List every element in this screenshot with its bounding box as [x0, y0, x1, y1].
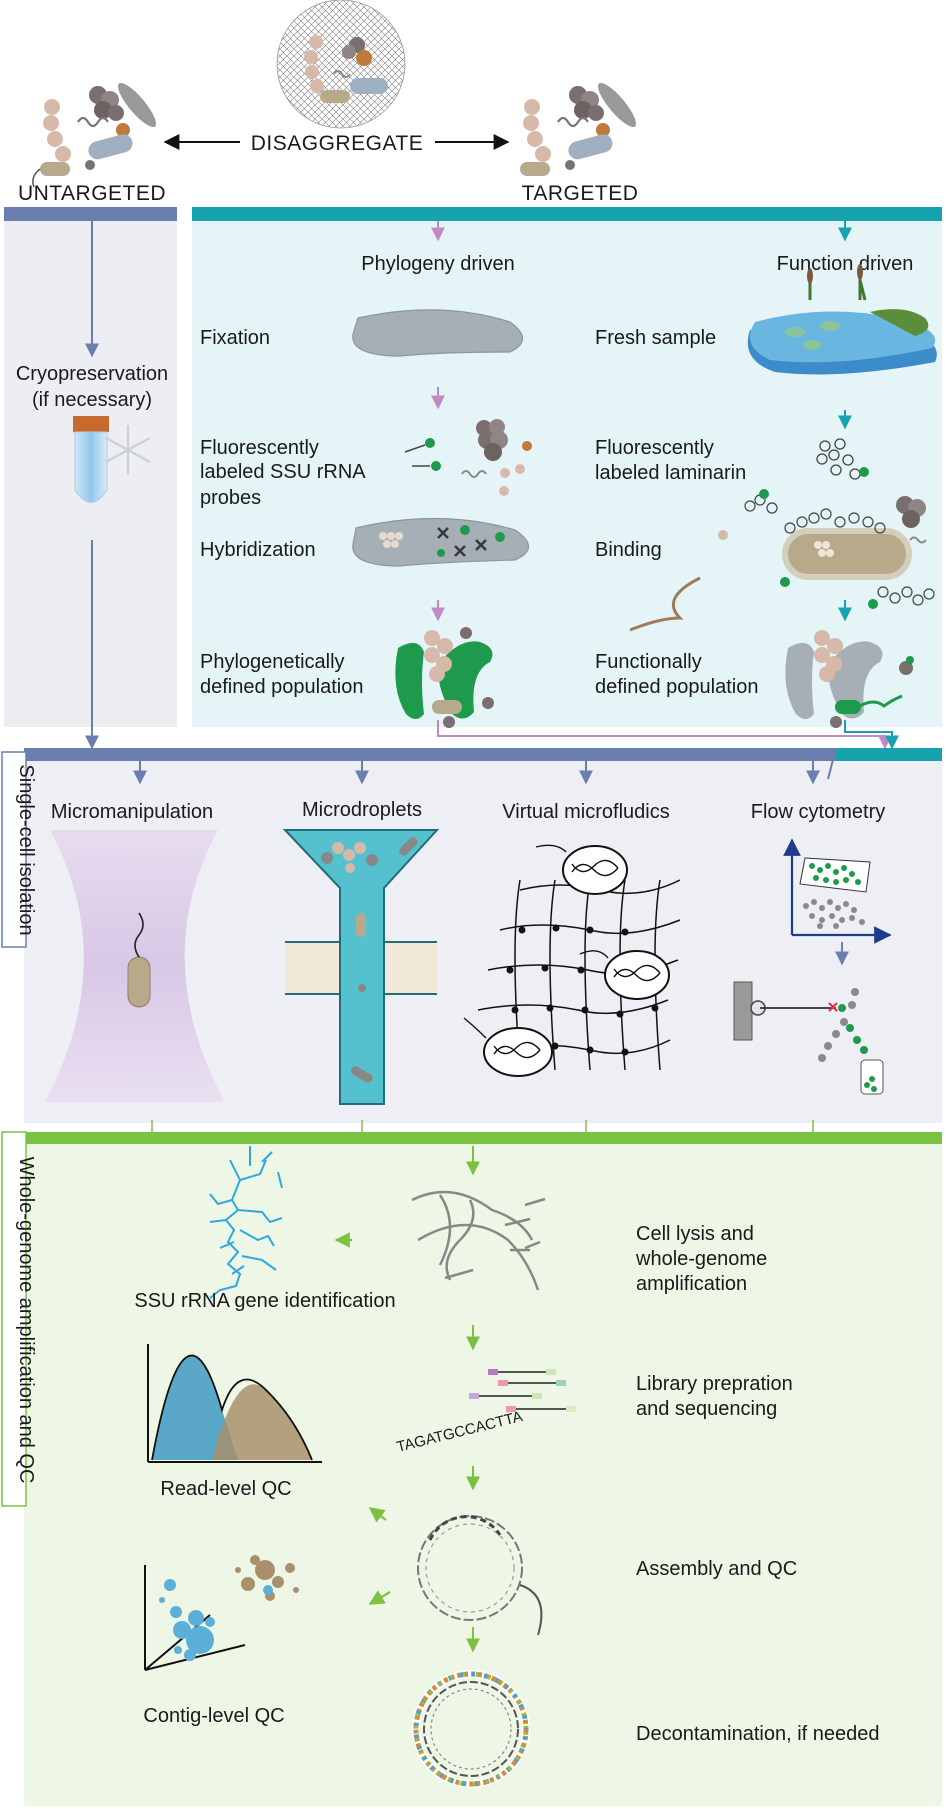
library-label-line1: Library prepration	[636, 1373, 793, 1395]
read-qc-chart-icon	[147, 1344, 322, 1463]
assembly-contigs-icon	[417, 1515, 543, 1636]
function-header: Function driven	[777, 253, 914, 275]
microbial-mat-illustration	[276, 0, 406, 129]
read-qc-label: Read-level QC	[160, 1478, 291, 1500]
binding-label: Binding	[595, 539, 662, 561]
laminarin-icon	[816, 438, 869, 480]
untargeted-cells-illustration	[32, 82, 157, 188]
micromanipulation-icon	[45, 830, 225, 1102]
function-connector	[844, 720, 899, 750]
cryo-label-line2: (if necessary)	[32, 389, 152, 411]
wga-arrow-to-contigqc	[368, 1590, 391, 1605]
probes-label-line2: labeled SSU rRNA	[200, 461, 366, 483]
fresh-sample-label: Fresh sample	[595, 327, 716, 349]
microdroplets-label: Microdroplets	[302, 799, 422, 821]
laminarin-label-line2: labeled laminarin	[595, 462, 746, 484]
targeted-cells-illustration	[520, 82, 637, 176]
wga-panel	[24, 1140, 942, 1806]
phylo-header: Phylogeny driven	[361, 253, 514, 275]
binding-cell-icon	[629, 489, 935, 632]
hybridization-label: Hybridization	[200, 539, 316, 561]
pond-icon	[747, 264, 937, 375]
isolation-section-label-box	[1, 751, 27, 948]
decontamination-label: Decontamination, if needed	[636, 1723, 880, 1745]
wga-arrow-to-readqc	[368, 1507, 387, 1523]
cryo-tube-icon	[73, 416, 151, 503]
phylo-population-line1: Phylogenetically	[200, 651, 345, 673]
assembly-label: Assembly and QC	[636, 1558, 797, 1580]
cryo-label-line1: Cryopreservation	[16, 363, 168, 385]
flow-cytometry-icon	[733, 838, 892, 1095]
lysis-label-line1: Cell lysis and	[636, 1223, 754, 1245]
targeted-label: TARGETED	[522, 182, 639, 205]
phylo-population-line2: defined population	[200, 676, 363, 698]
isolation-bar-targeted	[836, 748, 942, 761]
untargeted-label: UNTARGETED	[18, 182, 166, 205]
ssu-label: SSU rRNA gene identification	[134, 1290, 395, 1312]
ssu-rrna-structure-icon	[209, 1146, 283, 1299]
lysis-label-line2: whole-genome	[635, 1248, 767, 1270]
hybridized-cell-icon	[352, 517, 530, 567]
laminarin-label-line1: Fluorescently	[595, 437, 714, 459]
phylo-population-icon	[395, 627, 494, 728]
flow-cytometry-label: Flow cytometry	[751, 801, 885, 823]
isolation-section-label: Single-cell isolation	[15, 764, 37, 935]
micromanipulation-label: Micromanipulation	[51, 801, 213, 823]
wga-section-label-box	[1, 1131, 27, 1507]
function-population-line2: defined population	[595, 676, 758, 698]
targeted-bar	[192, 207, 942, 221]
isolation-bar	[24, 748, 836, 761]
function-population-line1: Functionally	[595, 651, 702, 673]
virtual-microfluidics-icon	[463, 844, 681, 1077]
ssu-probes-icon	[404, 419, 532, 496]
wga-section-label: Whole-genome amplification and QC	[15, 1157, 37, 1484]
amplified-dna-icon	[411, 1190, 546, 1291]
virtual-microfluidics-label: Virtual microfludics	[502, 801, 669, 823]
untargeted-bar	[4, 207, 177, 221]
fixation-label: Fixation	[200, 327, 270, 349]
decontaminated-genome-icon	[412, 1670, 530, 1788]
microdroplets-icon	[282, 829, 440, 1105]
contig-qc-plot-icon	[144, 1555, 299, 1671]
isolation-bar-join-a	[827, 747, 837, 780]
sequencing-reads-icon	[469, 1369, 576, 1412]
lysis-label-line3: amplification	[636, 1273, 747, 1295]
probes-label-line3: probes	[200, 487, 261, 509]
probes-label-line1: Fluorescently	[200, 437, 319, 459]
wga-bar	[24, 1132, 942, 1144]
contig-qc-label: Contig-level QC	[143, 1705, 284, 1727]
fixed-cell-icon	[352, 309, 524, 357]
function-population-icon	[785, 630, 914, 728]
library-label-line2: and sequencing	[636, 1398, 777, 1420]
disaggregate-label: DISAGGREGATE	[251, 132, 423, 155]
